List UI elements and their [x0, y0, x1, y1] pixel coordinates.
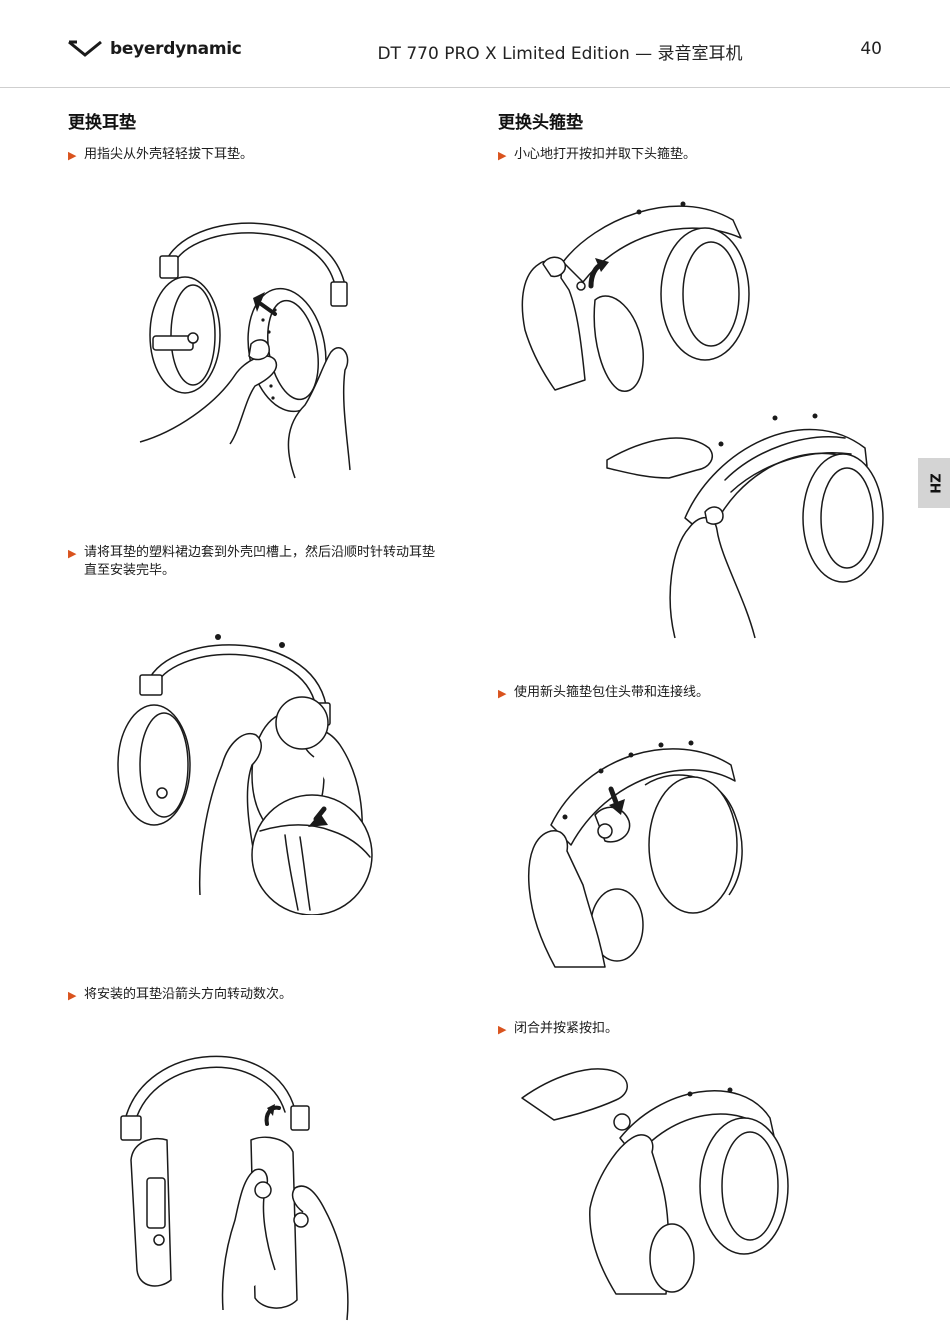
orange-triangle-bullet-icon: ▶: [68, 547, 77, 560]
illustration-remove-ear-pad: [135, 200, 365, 480]
page-header: beyerdynamic DT 770 PRO X Limited Editio…: [0, 0, 950, 88]
page-number: 40: [860, 39, 882, 59]
step-close-snaps: ▶ 闭合并按紧按扣。: [498, 1020, 874, 1039]
beyerdynamic-logo-icon: [68, 40, 102, 57]
orange-triangle-bullet-icon: ▶: [68, 149, 77, 162]
illustration-close-snaps: [520, 1058, 795, 1298]
step-wrap-new-pad: ▶ 使用新头箍垫包住头带和连接线。: [498, 684, 874, 703]
step-attach-ear-pad: ▶ 请将耳垫的塑料裙边套到外壳凹槽上，然后沿顺时针转动耳垫直至安装完毕。: [68, 545, 436, 578]
illustration-attach-ear-pad: [110, 625, 380, 915]
illustration-wrap-new-pad: [525, 735, 760, 970]
step-remove-ear-pad: ▶ 用指尖从外壳轻轻拔下耳垫。: [68, 146, 444, 165]
header-divider: [0, 87, 950, 88]
section-heading-ear-pads: 更换耳垫: [68, 113, 136, 133]
brand-name: beyerdynamic: [110, 39, 242, 59]
language-tab: ZH: [918, 458, 950, 508]
document-title: DT 770 PRO X Limited Edition — 录音室耳机: [377, 44, 743, 64]
step-rotate-ear-pad: ▶ 将安装的耳垫沿箭头方向转动数次。: [68, 986, 444, 1005]
language-tab-label: ZH: [926, 472, 942, 494]
orange-triangle-bullet-icon: ▶: [68, 989, 77, 1002]
illustration-rotate-ear-pad: [115, 1040, 375, 1330]
brand-logo: beyerdynamic: [68, 38, 242, 60]
orange-triangle-bullet-icon: ▶: [498, 687, 507, 700]
illustration-remove-pad: [605, 408, 905, 640]
illustration-open-snaps: [515, 190, 765, 420]
orange-triangle-bullet-icon: ▶: [498, 1023, 507, 1036]
orange-triangle-bullet-icon: ▶: [498, 149, 507, 162]
step-remove-headband-pad: ▶ 小心地打开按扣并取下头箍垫。: [498, 146, 874, 165]
section-heading-headband-pad: 更换头箍垫: [498, 113, 583, 133]
